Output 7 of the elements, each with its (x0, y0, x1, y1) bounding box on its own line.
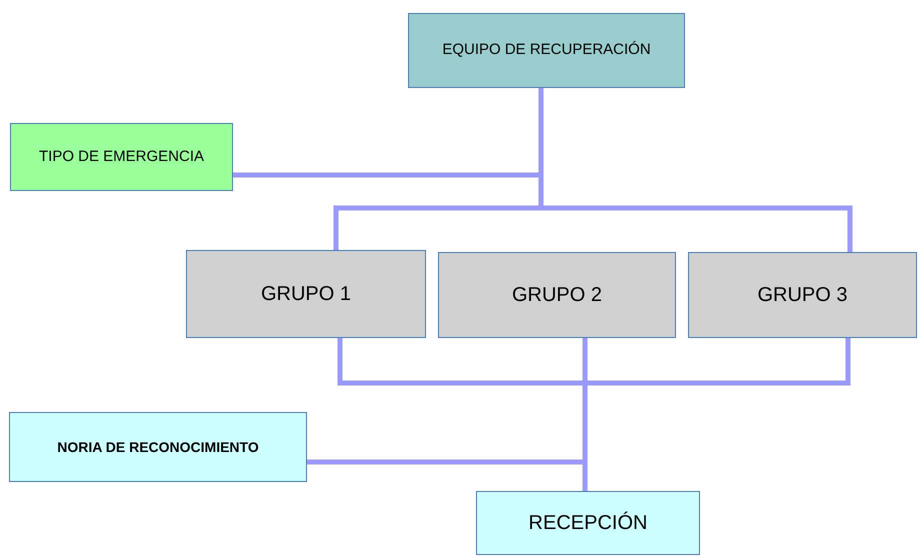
org-box: EQUIPO DE RECUPERACIÓN (408, 13, 685, 88)
org-box: TIPO DE EMERGENCIA (10, 123, 233, 191)
org-box: GRUPO 1 (186, 250, 426, 338)
org-box: NORIA DE RECONOCIMIENTO (9, 412, 307, 482)
org-box: GRUPO 2 (438, 252, 676, 338)
org-box: RECEPCIÓN (476, 491, 700, 555)
org-box: GRUPO 3 (688, 252, 917, 338)
